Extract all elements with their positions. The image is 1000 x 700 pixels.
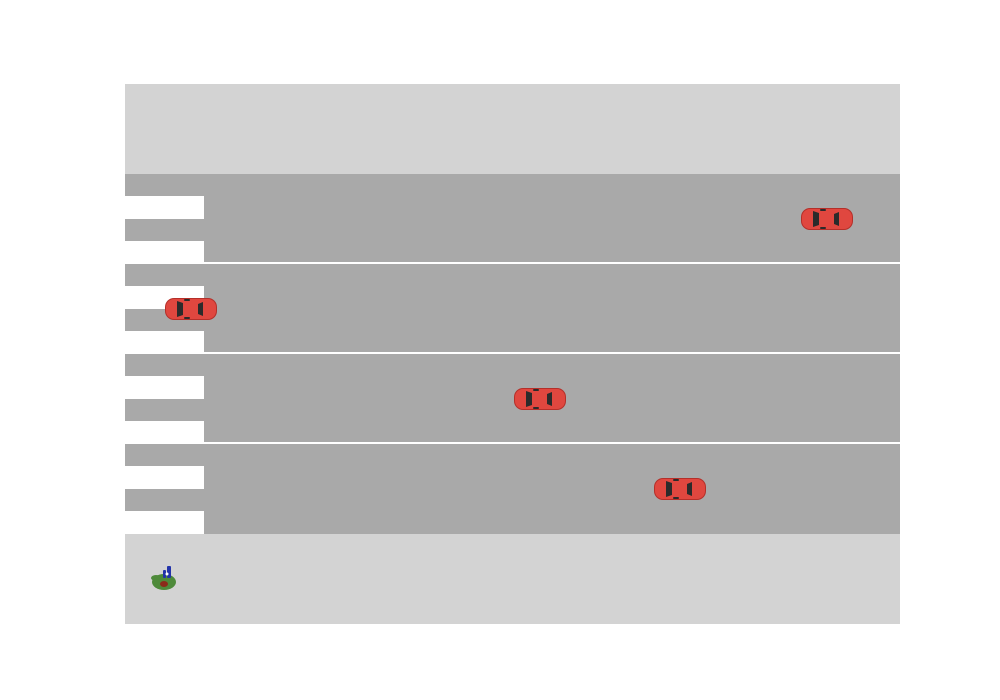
road-lane-3 xyxy=(125,354,900,444)
top-sidewalk xyxy=(125,84,900,174)
red-car-icon xyxy=(512,386,568,412)
crosswalk-stripe xyxy=(125,421,204,444)
lane-divider xyxy=(125,352,900,355)
crosswalk-stripe xyxy=(125,241,204,264)
crosswalk-stripe xyxy=(125,466,204,489)
chicken-icon-graphic xyxy=(151,566,176,590)
road-lane-4 xyxy=(125,444,900,534)
road-lane-1 xyxy=(125,174,900,264)
red-car-icon xyxy=(799,206,855,232)
crosswalk-stripe xyxy=(125,331,204,354)
crosswalk-stripe xyxy=(125,376,204,399)
red-car-icon xyxy=(652,476,708,502)
red-car-icon xyxy=(163,296,219,322)
game-board xyxy=(125,84,900,624)
crosswalk-stripe xyxy=(125,196,204,219)
crosswalk-stripe xyxy=(125,511,204,534)
lane-divider xyxy=(125,262,900,265)
bottom-sidewalk xyxy=(125,534,900,624)
road-lane-2 xyxy=(125,264,900,354)
chicken-icon[interactable] xyxy=(149,560,181,594)
lane-divider xyxy=(125,442,900,445)
